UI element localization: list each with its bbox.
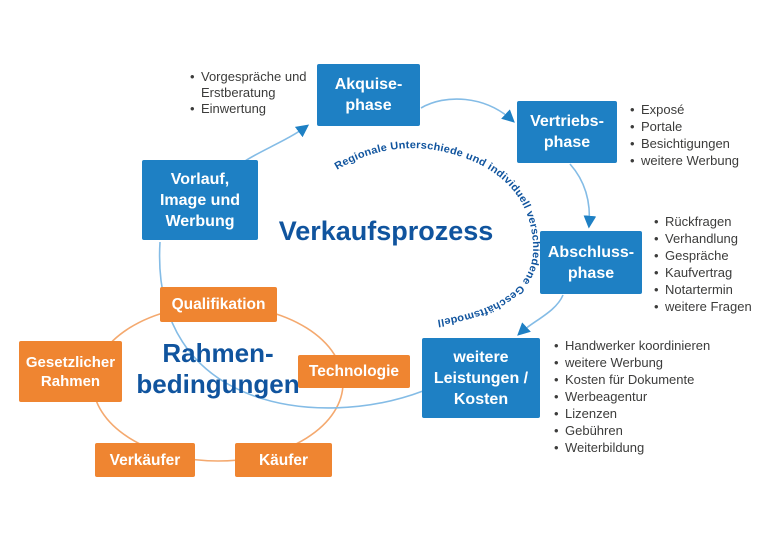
flow-arrow-vertrieb-abschluss bbox=[569, 163, 597, 229]
curved-annotation: Regionale Unterschiede und individuell v… bbox=[0, 0, 542, 329]
note-item: weitere Werbung bbox=[630, 152, 765, 169]
node-technologie: Technologie bbox=[298, 355, 410, 388]
note-item: Einwertung bbox=[190, 101, 312, 117]
note-item: Vorgespräche und Erstberatung bbox=[190, 69, 312, 101]
note-item: Lizenzen bbox=[554, 405, 764, 422]
note-item: Handwerker koordinieren bbox=[554, 337, 764, 354]
note-item: Verhandlung bbox=[654, 230, 766, 247]
note-item: Rückfragen bbox=[654, 213, 766, 230]
notes-akquisephase: Vorgespräche und Erstberatung Einwertung bbox=[190, 69, 312, 117]
flow-arrow-vorlauf-akquise bbox=[244, 124, 310, 162]
note-item: Werbeagentur bbox=[554, 388, 764, 405]
notes-abschlussphase: Rückfragen Verhandlung Gespräche Kaufver… bbox=[654, 213, 766, 315]
note-item: Besichtigungen bbox=[630, 135, 765, 152]
note-item: weitere Werbung bbox=[554, 354, 764, 371]
node-gesetzlicher-rahmen: Gesetzlicher Rahmen bbox=[19, 341, 122, 402]
framework-title: Rahmen- bedingungen bbox=[136, 338, 300, 399]
note-item: Gespräche bbox=[654, 247, 766, 264]
note-item: Kaufvertrag bbox=[654, 264, 766, 281]
note-item: Gebühren bbox=[554, 422, 764, 439]
note-item: Weiterbildung bbox=[554, 439, 764, 456]
node-verkaeufer: Verkäufer bbox=[95, 443, 195, 477]
process-title: Verkaufsprozess bbox=[278, 216, 494, 246]
node-qualifikation: Qualifikation bbox=[160, 287, 277, 322]
flow-arrow-abschluss-leistungen bbox=[517, 294, 564, 336]
node-akquisephase: Akquise- phase bbox=[317, 64, 420, 126]
notes-vertriebsphase: Exposé Portale Besichtigungen weitere We… bbox=[630, 101, 765, 169]
note-item: Kosten für Dokumente bbox=[554, 371, 764, 388]
node-vorlauf-image-werbung: Vorlauf, Image und Werbung bbox=[142, 160, 258, 240]
node-kaeufer: Käufer bbox=[235, 443, 332, 477]
note-item: Exposé bbox=[630, 101, 765, 118]
node-abschlussphase: Abschluss- phase bbox=[540, 231, 642, 294]
notes-weitere-leistungen: Handwerker koordinieren weitere Werbung … bbox=[554, 337, 764, 456]
node-vertriebsphase: Vertriebs- phase bbox=[517, 101, 617, 163]
flow-arrow-akquise-vertrieb bbox=[420, 98, 515, 123]
note-item: weitere Fragen bbox=[654, 298, 766, 315]
node-weitere-leistungen-kosten: weitere Leistungen / Kosten bbox=[422, 338, 540, 418]
note-item: Portale bbox=[630, 118, 765, 135]
note-item: Notartermin bbox=[654, 281, 766, 298]
